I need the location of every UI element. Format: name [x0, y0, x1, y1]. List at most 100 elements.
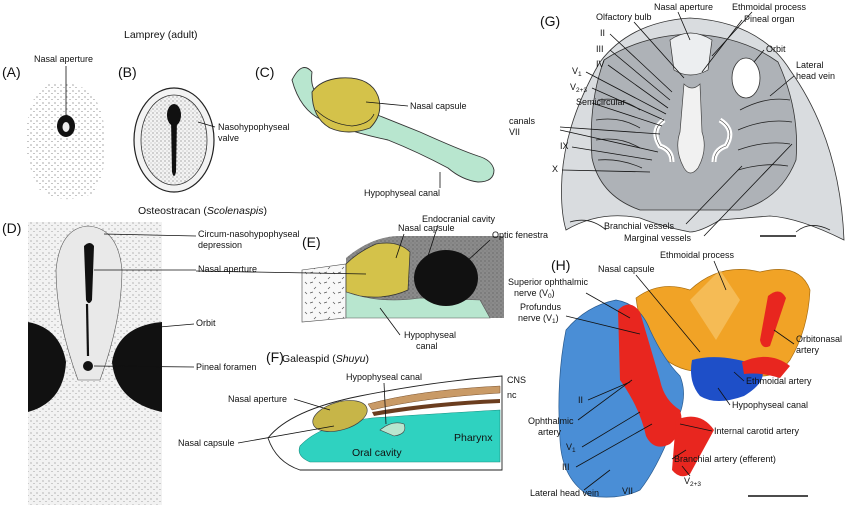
heading-galeaspid: Galeaspid (Shuyu) — [282, 353, 369, 365]
label-vii-g: Semicircular — [576, 97, 626, 107]
panel-a: (A) Nasal aperture — [2, 54, 106, 200]
nasal-capsule-e — [345, 242, 411, 298]
label-nasal-aperture-g: Nasal aperture — [654, 2, 713, 12]
label-ophthalmic: Ophthalmic — [528, 416, 574, 426]
label-artery-ophthalmic: artery — [538, 427, 562, 437]
nasal-aperture-g-drawing — [669, 32, 713, 76]
label-optic-fenestra: Optic fenestra — [492, 230, 548, 240]
label-ethmoidal-artery: Ethmoidal artery — [746, 376, 812, 386]
label-cns: CNS — [507, 375, 526, 385]
label-profundus: Profundus — [520, 302, 562, 312]
ethmoidal-artery-drawing — [742, 356, 790, 378]
label-lateral: Lateral — [796, 60, 824, 70]
pineal-foramen-drawing — [83, 361, 93, 371]
label-olfactory-bulb: Olfactory bulb — [596, 12, 652, 22]
nasal-aperture-d-drawing — [84, 243, 94, 303]
label-hypophyseal-canal-h: Hypophyseal canal — [732, 400, 808, 410]
label-hypophyseal-canal-c: Hypophyseal canal — [364, 188, 440, 198]
lamprey-head-skin — [26, 83, 106, 200]
panel-letter-g: (G) — [540, 13, 560, 29]
label-valve: valve — [218, 133, 239, 143]
panel-g: (G) Nasal aperture Ethmoidal process Olf… — [509, 2, 845, 243]
heading-lamprey: Lamprey (adult) — [124, 29, 198, 41]
branchial-artery-drawing — [672, 416, 714, 477]
label-nasal-capsule-h: Nasal capsule — [598, 264, 655, 274]
orbit-g-drawing — [731, 57, 761, 99]
label-orbit-g: Orbit — [766, 44, 786, 54]
label-semicircular: canals — [509, 116, 536, 126]
label-iv-g: IV — [596, 59, 605, 69]
nasal-capsule-c — [311, 77, 381, 133]
panel-b: (B) Nasohypophyseal valve — [118, 64, 290, 193]
nasal-capsule-f — [312, 400, 368, 432]
label-nc: nc — [507, 390, 517, 400]
label-vii-h: VII — [622, 486, 633, 496]
label-circum-nasohypophyseal: Circum-nasohypophyseal — [198, 229, 300, 239]
label-ii-g: II — [600, 28, 605, 38]
label-nasohypophyseal: Nasohypophyseal — [218, 122, 290, 132]
label-internal-carotid-artery: Internal carotid artery — [714, 426, 800, 436]
label-canal-e: canal — [416, 341, 438, 351]
label-endocranial-cavity: Endocranial cavity — [422, 214, 496, 224]
panel-letter-d: (D) — [2, 220, 21, 236]
panel-letter-c: (C) — [255, 64, 274, 80]
hypophyseal-canal-e — [345, 291, 491, 319]
label-nasal-aperture-f: Nasal aperture — [228, 394, 287, 404]
panel-f: (F) Hypophyseal canal Nasal aperture Nas… — [178, 349, 526, 471]
label-nasal-aperture-d: Nasal aperture — [198, 264, 257, 274]
hypophyseal-canal-f — [379, 422, 406, 437]
heading-osteostracan: Osteostracan (Scolenaspis) — [138, 205, 267, 217]
nasohypophyseal-valve-drawing — [171, 118, 177, 176]
label-nasal-capsule-c: Nasal capsule — [410, 101, 467, 111]
label-orbit-d: Orbit — [196, 318, 216, 328]
panel-letter-a: (A) — [2, 64, 21, 80]
label-ethmoidal-process-g: Ethmoidal process — [732, 2, 807, 12]
label-artery-orbitonasal: artery — [796, 345, 820, 355]
panel-letter-h: (H) — [551, 257, 570, 273]
panel-d: (D) Circum-nasohypophyseal depression Na… — [2, 220, 300, 505]
panel-letter-f: (F) — [266, 349, 284, 365]
label-nerve-v1: nerve (V1) — [518, 313, 559, 325]
label-v23-g: V2+3 — [570, 82, 587, 94]
label-x-g: X — [552, 164, 558, 174]
label-pharynx: Pharynx — [454, 432, 493, 444]
label-nasal-capsule-e: Nasal capsule — [398, 223, 455, 233]
left-orbit-drawing — [28, 322, 66, 412]
label-iii-h: III — [562, 462, 570, 472]
internal-carotid-artery-drawing — [618, 304, 682, 447]
label-lateral-head-vein-h: Lateral head vein — [530, 488, 599, 498]
label-head-vein: head vein — [796, 71, 835, 81]
label-ix-g: IX — [560, 141, 569, 151]
label-v23-h: V2+3 — [684, 476, 701, 488]
orbitonasal-artery-drawing — [760, 291, 786, 348]
right-orbit-drawing — [112, 322, 162, 412]
panel-e: (E) Nasal capsule Endocranial cavity Opt… — [195, 214, 548, 351]
cns-drawing — [367, 385, 501, 411]
label-branchial-vessels: Branchial vessels — [604, 221, 675, 231]
label-v1-h: V1 — [566, 442, 576, 454]
brain-g — [677, 83, 705, 174]
nc-drawing — [372, 399, 500, 416]
label-canals: VII — [509, 127, 520, 137]
label-pineal-foramen: Pineal foramen — [196, 362, 257, 372]
label-superior-ophthalmic: Superior ophthalmic — [508, 277, 589, 287]
label-hypophyseal-e: Hypophyseal — [404, 330, 456, 340]
label-orbitonasal: Orbitonasal — [796, 334, 842, 344]
label-pineal-organ: Pineal organ — [744, 14, 795, 24]
label-ii-h: II — [578, 395, 583, 405]
label-branchial-artery: Branchial artery (efferent) — [674, 454, 776, 464]
optic-fenestra-drawing — [414, 250, 478, 306]
label-iii-g: III — [596, 44, 604, 54]
label-depression: depression — [198, 240, 242, 250]
panel-letter-b: (B) — [118, 64, 137, 80]
label-ethmoidal-process-h: Ethmoidal process — [660, 250, 735, 260]
panel-h: (H) Ethmoidal process Nasal capsule Supe… — [508, 250, 842, 498]
panel-letter-e: (E) — [302, 234, 321, 250]
label-nasal-aperture-a: Nasal aperture — [34, 54, 93, 64]
label-nasal-capsule-f: Nasal capsule — [178, 438, 235, 448]
label-nerve-v0: nerve (V0) — [514, 288, 555, 300]
label-v1-g: V1 — [572, 66, 582, 78]
label-oral-cavity: Oral cavity — [352, 447, 402, 459]
panel-c: (C) Nasal capsule Hypophyseal canal — [255, 64, 495, 198]
